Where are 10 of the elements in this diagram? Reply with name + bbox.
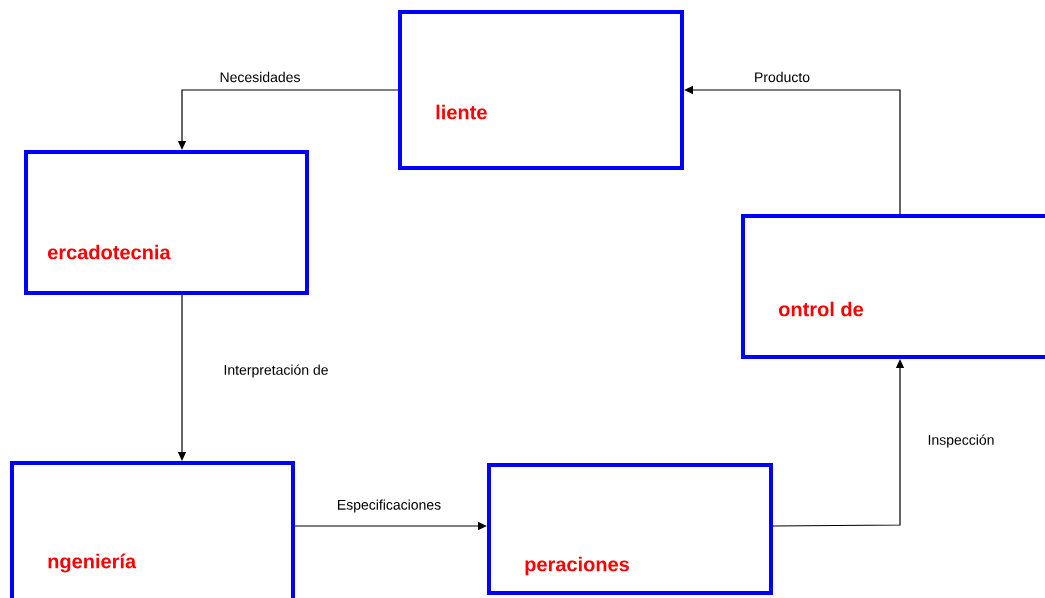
process-box: peraciones [487,463,773,595]
edge-label: Interpretación de [222,363,330,379]
edge-label: Especificaciones [335,498,443,514]
process-box: ontrol de [741,214,1045,359]
process-box: ngeniería [10,461,295,598]
edge-label: Necesidades [218,70,302,84]
edge-label: Inspección [926,433,996,449]
process-box: liente [398,10,684,170]
process-box: ercadotecnia [24,150,309,295]
edge-label: Producto [753,70,811,84]
